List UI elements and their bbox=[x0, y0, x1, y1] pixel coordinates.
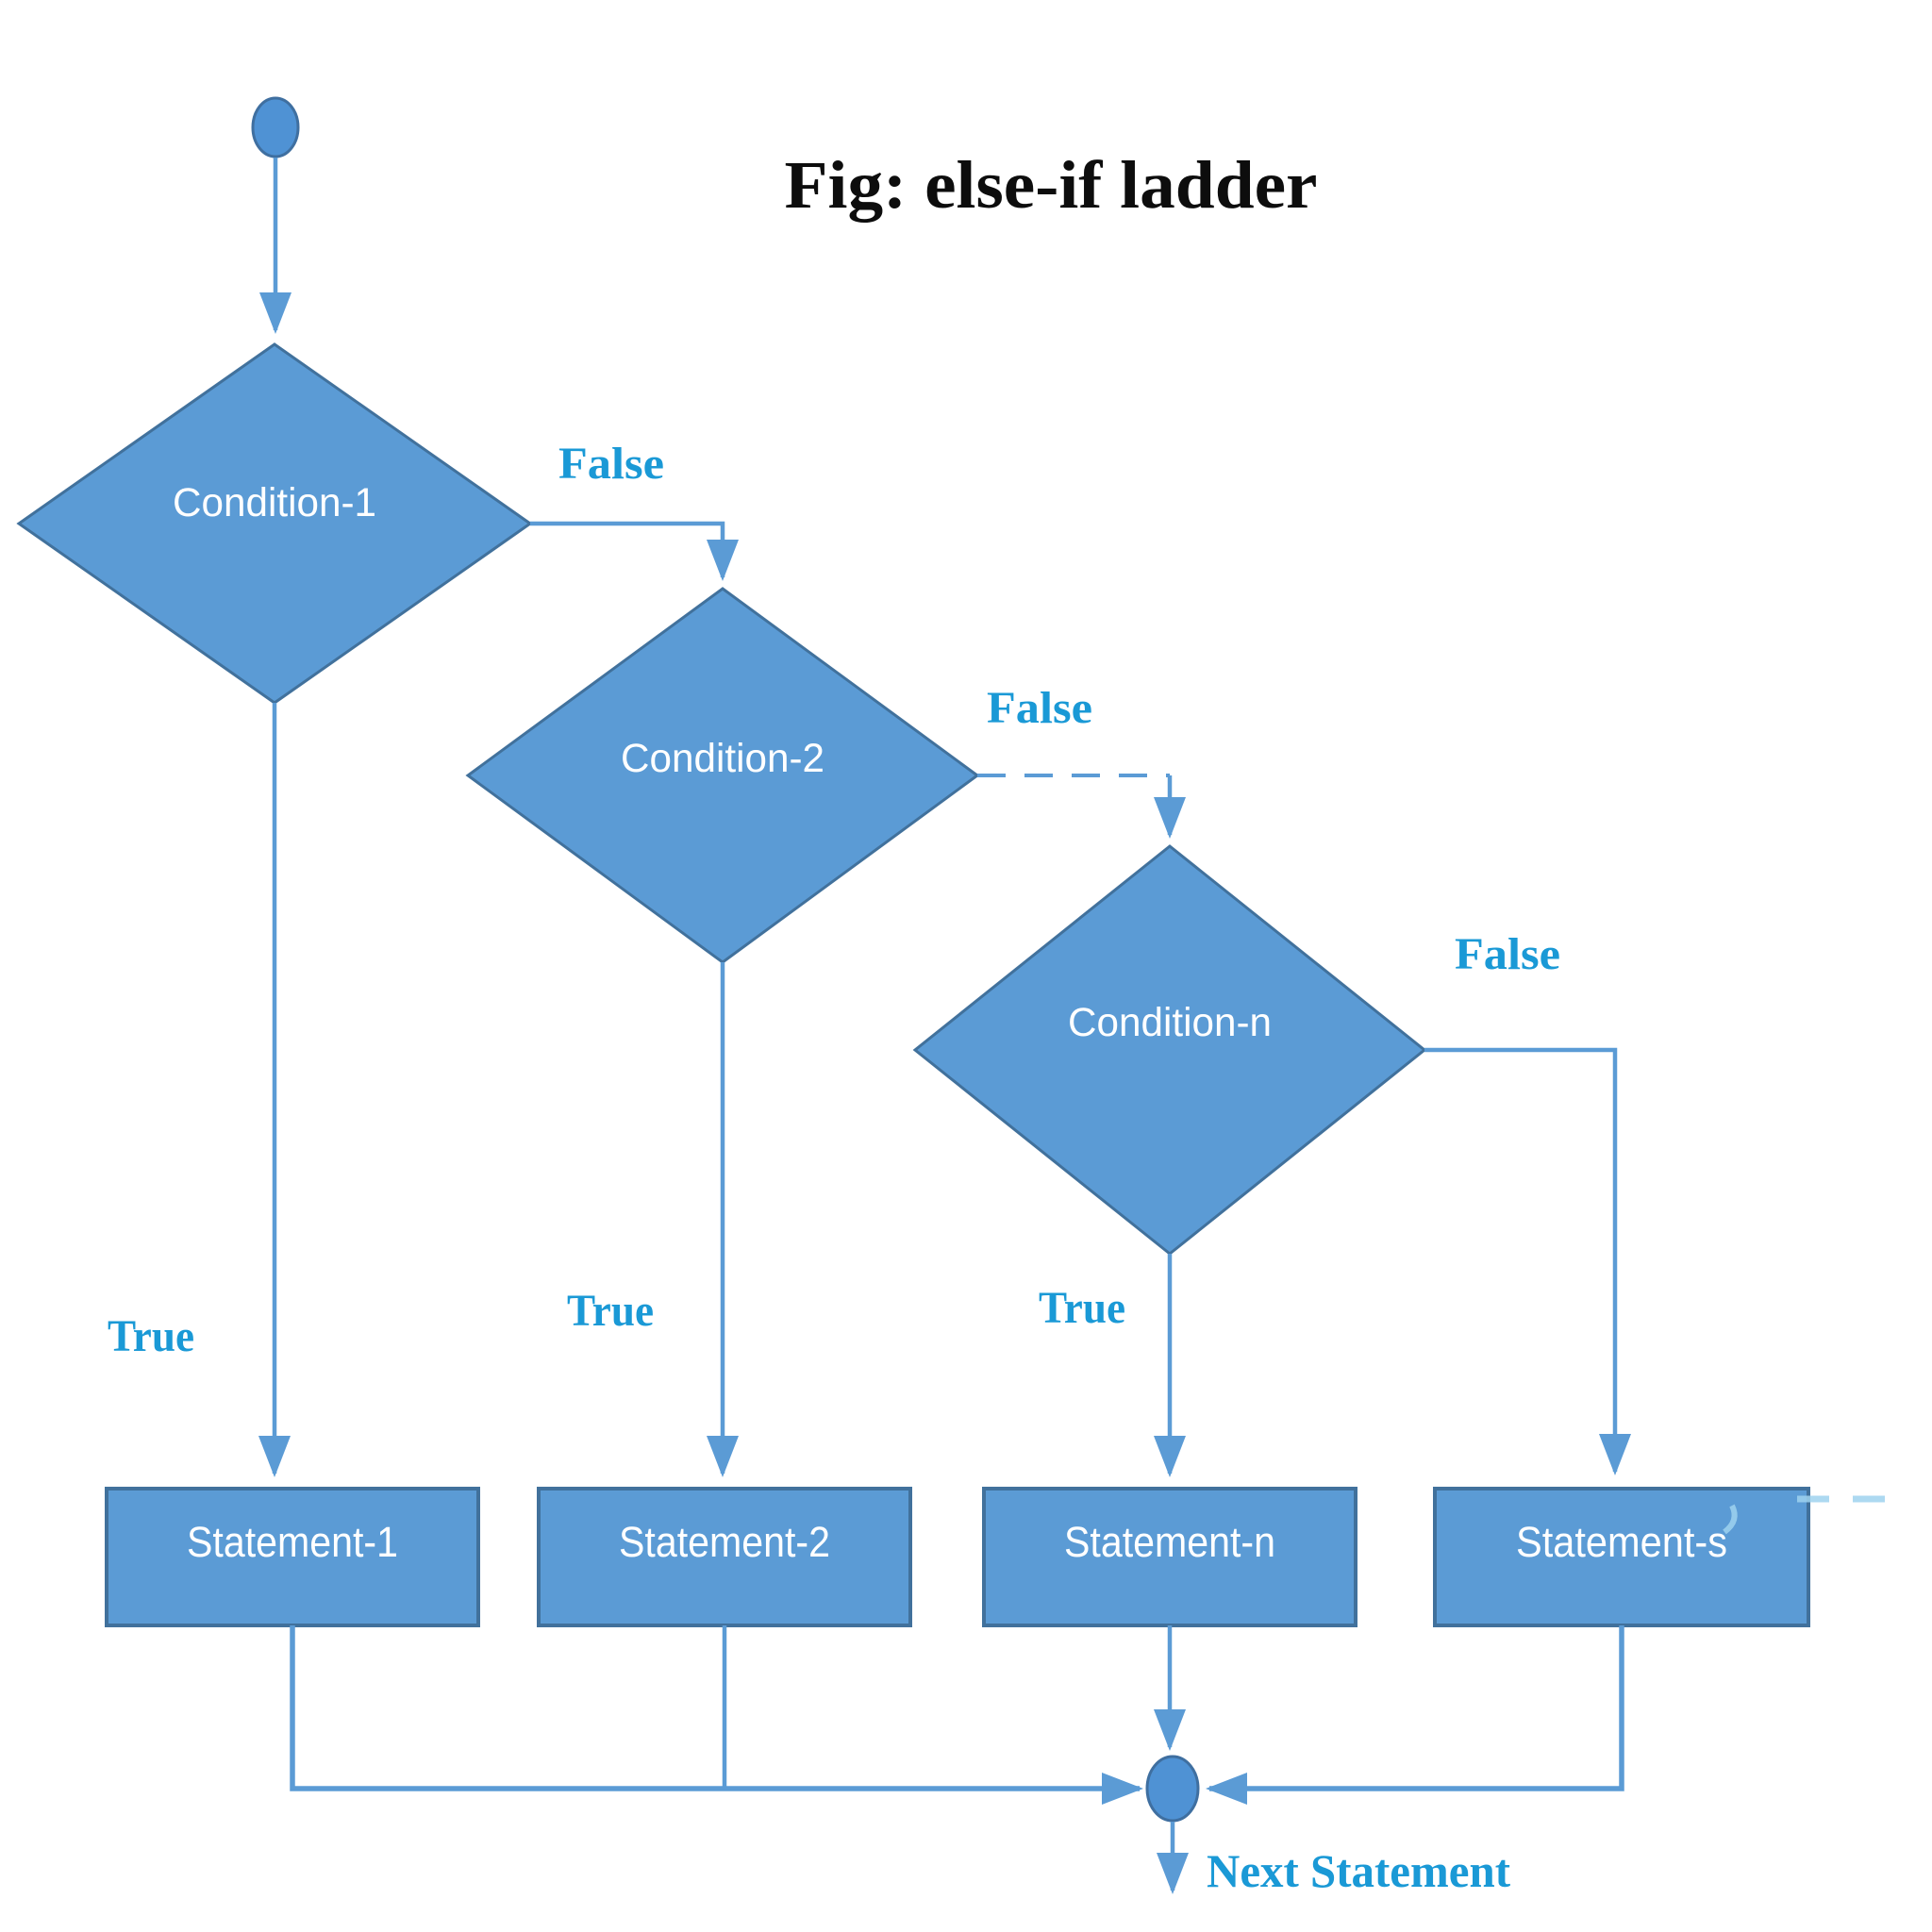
true-label-1: True bbox=[108, 1311, 194, 1361]
edge-statements-to-merge bbox=[1206, 1625, 1624, 1805]
statement-n-label: Statement-n bbox=[1064, 1518, 1275, 1566]
figure-title: Fig: else-if ladder bbox=[785, 147, 1318, 223]
true-label-3: True bbox=[1039, 1283, 1125, 1333]
statement-s-label: Statement-s bbox=[1516, 1518, 1727, 1566]
statement-1-box bbox=[105, 1487, 480, 1627]
condition-1-label: Condition-1 bbox=[173, 480, 376, 525]
merge-junction bbox=[1145, 1755, 1200, 1823]
edge-conditionn-false bbox=[1424, 1047, 1631, 1475]
image-artifact bbox=[1723, 1504, 1738, 1535]
false-label-3: False bbox=[1455, 929, 1560, 979]
false-label-2: False bbox=[987, 683, 1092, 733]
false-label-1: False bbox=[558, 439, 664, 489]
statement-2-box bbox=[537, 1487, 912, 1627]
statement-n-box bbox=[982, 1487, 1357, 1627]
start-node bbox=[251, 96, 300, 158]
condition-n-label: Condition-n bbox=[1068, 1000, 1272, 1045]
statement-2-label: Statement-2 bbox=[619, 1518, 830, 1566]
statement-1-label: Statement-1 bbox=[187, 1518, 398, 1566]
true-label-2: True bbox=[567, 1286, 654, 1336]
condition-n-diamond bbox=[912, 844, 1427, 1256]
statement-s-box bbox=[1433, 1487, 1810, 1627]
edge-statement1-to-merge bbox=[290, 1625, 1143, 1805]
next-statement-label: Next Statement bbox=[1207, 1844, 1510, 1897]
condition-2-label: Condition-2 bbox=[621, 736, 824, 781]
edge-condition1-false bbox=[530, 521, 739, 581]
